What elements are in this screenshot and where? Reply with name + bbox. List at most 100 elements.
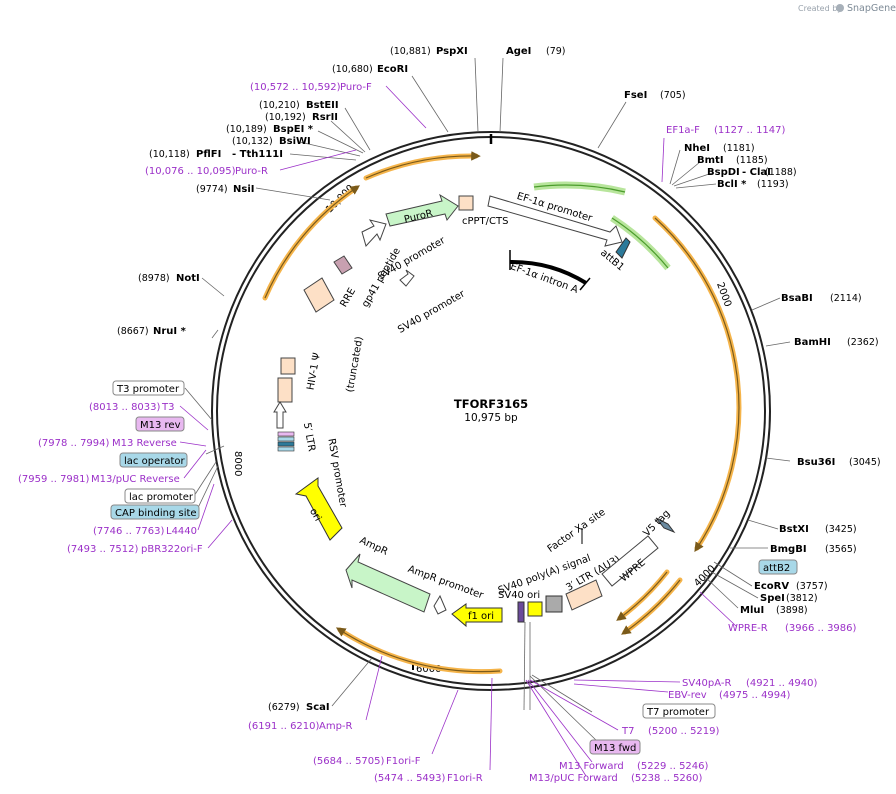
enzyme-name: PflFI [196, 149, 221, 160]
enzyme-pos: (8667) [117, 326, 149, 337]
svg-text:(4975 .. 4994): (4975 .. 4994) [719, 690, 791, 701]
enzyme-name: MluI [740, 605, 764, 616]
enzyme-pos: (8978) [138, 273, 170, 284]
svg-text:L4440: L4440 [166, 526, 197, 537]
enzyme-pos: (9774) [196, 184, 228, 195]
svg-text:EBV-rev: EBV-rev [668, 690, 707, 701]
enzyme-name: - ClaI [742, 167, 771, 178]
svg-text:(5229 .. 5246): (5229 .. 5246) [637, 761, 709, 772]
svg-text:(1127 .. 1147): (1127 .. 1147) [714, 125, 786, 136]
sv40-promoter-2-arrow [399, 269, 415, 287]
enzyme-pos: (10,881) [390, 46, 431, 57]
enzyme-name: - Tth111I [232, 149, 283, 160]
m13-rev-label: M13 rev [140, 420, 181, 431]
m13-fwd-label: M13 fwd [594, 743, 636, 754]
tick-label: 6000 [416, 664, 441, 675]
enzyme-name: FseI [624, 90, 647, 101]
enzyme-pos: (3757) [796, 581, 828, 592]
svg-text:M13 Forward: M13 Forward [559, 761, 624, 772]
svg-text:(10,572 .. 10,592): (10,572 .. 10,592) [250, 82, 341, 93]
rre-label: RRE [338, 286, 358, 309]
svg-text:M13/pUC Reverse: M13/pUC Reverse [91, 474, 180, 485]
ef1a-promoter-feature [487, 195, 623, 247]
svg-text:M13 Reverse: M13 Reverse [112, 438, 177, 449]
enzyme-name: BspEI * [273, 124, 314, 135]
puror-feature [385, 193, 459, 227]
enzyme-name: EcoRV [754, 581, 789, 592]
enzyme-name: EcoRI [377, 64, 408, 75]
svg-text:Amp-R: Amp-R [319, 721, 353, 732]
svg-text:(5684 .. 5705): (5684 .. 5705) [313, 756, 385, 767]
gp41-label: gp41 peptide [360, 246, 403, 309]
hiv-psi-label: HIV-1 Ψ [306, 352, 323, 391]
svg-text:F1ori-F: F1ori-F [386, 756, 421, 767]
lac-region-features [277, 431, 295, 452]
enzyme-pos: (10,192) [265, 112, 306, 123]
svg-text:(10,076 .. 10,095): (10,076 .. 10,095) [145, 166, 236, 177]
enzyme-pos: (10,189) [226, 124, 267, 135]
enzyme-name: Bsu36I [797, 457, 835, 468]
enzyme-name: ScaI [306, 702, 330, 713]
lac-operator-label: lac operator [124, 456, 185, 467]
svg-text:T3: T3 [161, 402, 174, 413]
svg-text:(8013 .. 8033): (8013 .. 8033) [89, 402, 161, 413]
primer-labels: (10,572 .. 10,592) Puro-F (10,076 .. 10,… [18, 82, 857, 784]
sv40-ori-feature [517, 601, 525, 623]
t7-promoter-label: T7 promoter [646, 707, 710, 718]
rre-feature [303, 277, 335, 313]
yellow-small-feature [527, 601, 543, 617]
sv40-promoter-1-arrow [361, 219, 387, 247]
enzyme-name: NotI [176, 273, 200, 284]
svg-text:T7: T7 [621, 726, 634, 737]
leader-lines [184, 57, 791, 743]
enzyme-pos: (705) [660, 90, 686, 101]
svg-text:(6191 .. 6210): (6191 .. 6210) [248, 721, 320, 732]
svg-text:(4921 .. 4940): (4921 .. 4940) [746, 678, 818, 689]
svg-text:pBR322ori-F: pBR322ori-F [141, 544, 203, 555]
gp41-feature [333, 255, 353, 275]
enzyme-pos: (6279) [268, 702, 300, 713]
svg-text:SV40pA-R: SV40pA-R [682, 678, 731, 689]
svg-text:(3966 .. 3986): (3966 .. 3986) [785, 623, 857, 634]
grey-feature [545, 595, 563, 613]
enzyme-pos: (2362) [847, 337, 879, 348]
ltr5-label: 5′ LTR [301, 422, 317, 453]
enzyme-pos: (3425) [825, 524, 857, 535]
enzyme-pos: (1181) [723, 143, 755, 154]
svg-text:(7493 .. 7512): (7493 .. 7512) [67, 544, 139, 555]
sv40-ori-label: SV40 ori [498, 590, 540, 601]
enzyme-name: NruI * [153, 326, 187, 337]
snapgene-brand: SnapGene [847, 3, 896, 14]
plasmid-name: TFORF3165 [454, 397, 528, 411]
enzyme-name: BsiWI [279, 136, 311, 147]
f1-ori-feature [451, 603, 503, 628]
enzyme-name: NheI [684, 143, 710, 154]
enzyme-name: BamHI [794, 337, 831, 348]
enzyme-name: BmgBI [770, 544, 807, 555]
enzyme-pos: (3812) [786, 593, 818, 604]
factor-xa-label: Factor Xa site [546, 507, 608, 555]
enzyme-name: NsiI [233, 184, 254, 195]
svg-text:(5200 .. 5219): (5200 .. 5219) [648, 726, 720, 737]
enzyme-pos: (10,118) [149, 149, 190, 160]
ltr5-feature [277, 377, 293, 403]
t3-promoter-label: T3 promoter [116, 384, 180, 395]
enzyme-pos: (1185) [736, 155, 768, 166]
svg-text:M13/pUC Forward: M13/pUC Forward [529, 773, 618, 784]
svg-text:F1ori-R: F1ori-R [447, 773, 483, 784]
svg-text:(5238 .. 5260): (5238 .. 5260) [631, 773, 703, 784]
enzyme-name: BsaBI [781, 293, 813, 304]
ampr-feature [345, 553, 431, 613]
svg-text:(7978 .. 7994): (7978 .. 7994) [38, 438, 110, 449]
attb2-label: attB2 [763, 563, 790, 574]
enzyme-pos: (1188) [765, 167, 797, 178]
truncated-label: (truncated) [345, 336, 366, 394]
cap-binding-site-label: CAP binding site [115, 508, 197, 519]
enzyme-labels: (10,881) PspXI AgeI (79) (10,680) EcoRI … [117, 46, 881, 713]
enzyme-pos: (3565) [825, 544, 857, 555]
v5-tag-feature [655, 517, 676, 534]
snapgene-logo-icon [836, 4, 844, 12]
rsv-arrow [273, 401, 287, 429]
ef1a-intron-feature [509, 259, 588, 285]
